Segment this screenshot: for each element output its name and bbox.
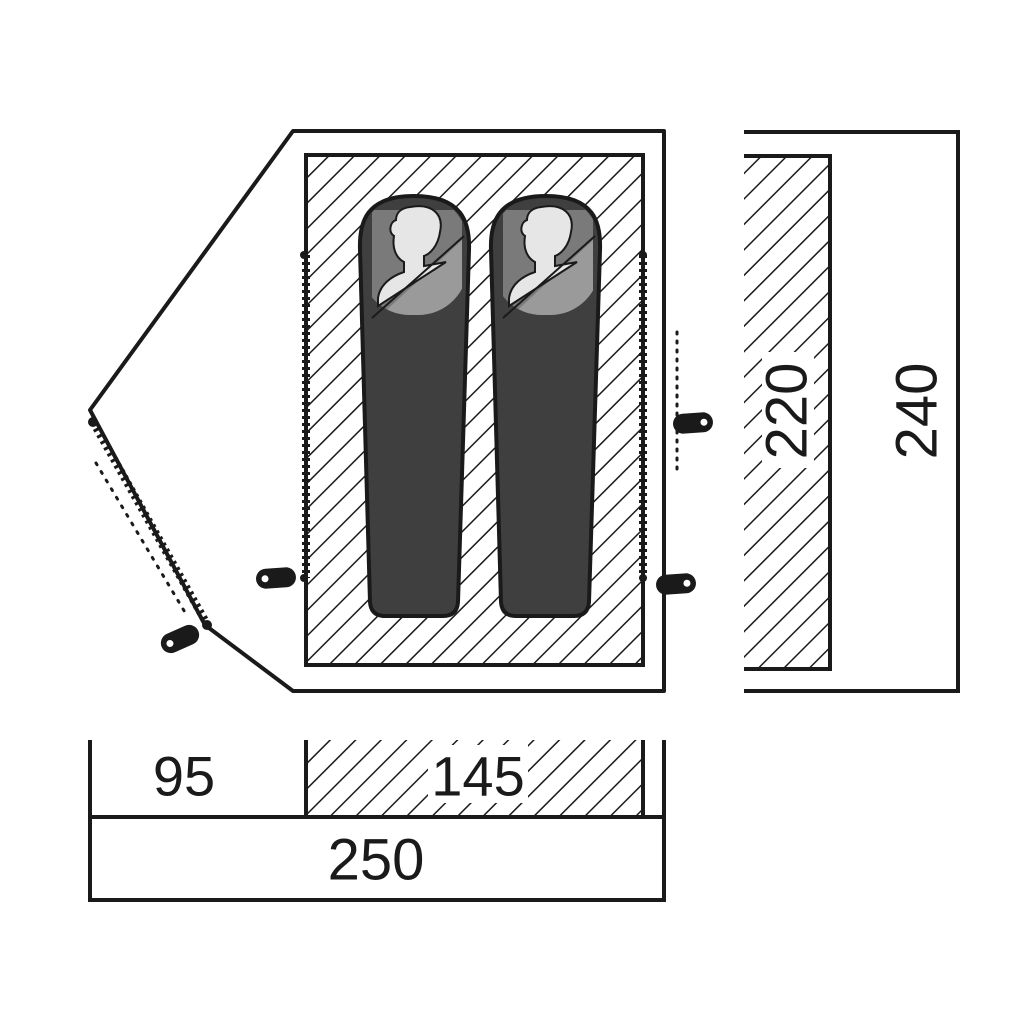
depth-dimension-box <box>744 130 960 693</box>
vestibule-width-label: 95 <box>153 745 215 808</box>
person-silhouette-icon <box>377 205 447 308</box>
inner-width-label: 145 <box>431 745 524 808</box>
total-depth-label: 240 <box>885 363 950 460</box>
sleeping-bag-right <box>488 193 603 618</box>
vestibule-door-dots <box>94 461 188 616</box>
sleeping-bag-left <box>357 193 472 618</box>
person-silhouette-icon <box>508 205 578 308</box>
inner-depth-label: 220 <box>755 363 820 460</box>
width-dimension-box <box>88 740 666 902</box>
tent-peg-icon <box>656 573 696 595</box>
tent-peg-icon <box>673 412 713 434</box>
tent-peg-icon <box>160 624 200 654</box>
total-width-label: 250 <box>328 828 425 893</box>
tent-peg-icon <box>256 567 296 589</box>
